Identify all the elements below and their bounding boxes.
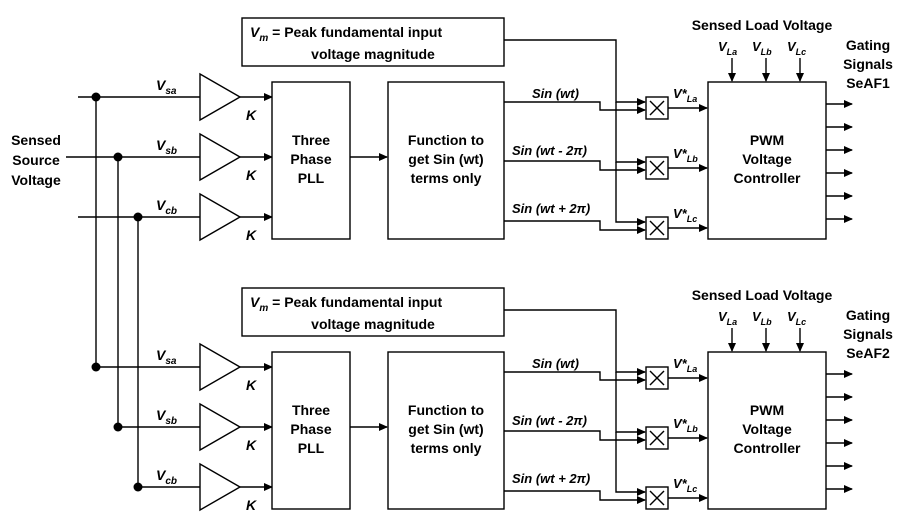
svg-text:PLL: PLL [298,170,325,186]
svg-text:get Sin (wt): get Sin (wt) [408,151,483,167]
pwm-controller-block [707,81,827,240]
svg-text:Voltage: Voltage [742,421,792,437]
gating-label: Signals [843,56,893,72]
source-phase-label: Vsb [156,407,177,427]
gain-amplifier [199,72,242,122]
svg-text:Phase: Phase [290,421,331,437]
source-label: Sensed Source Voltage [0,128,66,190]
source-phase-label: Vsa [156,347,177,367]
source-phase-label: Vcb [156,467,177,487]
multiplier-block [645,216,669,240]
source-label-line: Voltage [11,172,61,188]
section-seaf1: Vsa Vsb Vcb K K K Three Phase PLL Functi… [96,17,893,243]
reference-voltage-label: V*Lc [673,206,697,224]
load-voltage-title: Sensed Load Voltage [692,287,833,303]
sin-term-label: Sin (wt) [532,86,579,101]
load-voltage-title: Sensed Load Voltage [692,17,833,33]
svg-text:Controller: Controller [734,170,801,186]
multiplier-block [645,486,669,510]
source-phase-label: Vcb [156,197,177,217]
svg-text:Voltage: Voltage [742,151,792,167]
svg-text:Function to: Function to [408,132,484,148]
gating-label: Gating [846,307,890,323]
gain-amplifier [199,402,242,452]
gain-amplifier [199,132,242,182]
gain-label: K [246,167,257,183]
source-phase-label: Vsb [156,137,177,157]
svg-text:get Sin (wt): get Sin (wt) [408,421,483,437]
multiplier-block [645,366,669,390]
load-phase-label: VLb [752,309,772,327]
reference-voltage-label: V*Lc [673,476,697,494]
sin-term-label: Sin (wt) [532,356,579,371]
svg-text:Phase: Phase [290,151,331,167]
sin-term-label: Sin (wt + 2π) [512,201,590,216]
load-phase-label: VLc [787,309,806,327]
sin-term-label: Sin (wt + 2π) [512,471,590,486]
svg-text:terms only: terms only [411,440,482,456]
gating-label: Gating [846,37,890,53]
vm-note-box [241,287,505,337]
pll-block [271,351,351,510]
svg-text:PWM: PWM [750,402,784,418]
source-label-line: Source [12,152,60,168]
gain-amplifier [199,462,242,512]
sin-term-label: Sin (wt - 2π) [512,143,587,158]
gain-label: K [246,107,257,123]
vm-note-line: Vm = Peak fundamental input [250,24,442,44]
svg-text:terms only: terms only [411,170,482,186]
load-phase-label: VLb [752,39,772,57]
svg-text:Three: Three [292,402,330,418]
reference-voltage-label: V*La [673,356,697,374]
reference-voltage-label: V*La [673,86,697,104]
gain-label: K [246,377,257,393]
svg-text:PLL: PLL [298,440,325,456]
source-phase-label: Vsa [156,77,177,97]
multiplier-block [645,426,669,450]
gain-label: K [246,437,257,453]
reference-voltage-label: V*Lb [673,146,698,164]
vm-note-line: Vm = Peak fundamental input [250,294,442,314]
gating-unit-label: SeAF2 [846,345,890,361]
vm-note-box [241,17,505,67]
sin-function-block [387,81,505,240]
multiplier-block [645,156,669,180]
load-phase-label: VLa [718,39,737,57]
gain-label: K [246,497,257,513]
gain-amplifier [199,192,242,242]
svg-text:Three: Three [292,132,330,148]
source-label-line: Sensed [11,132,61,148]
pll-block [271,81,351,240]
svg-text:Controller: Controller [734,440,801,456]
gain-label: K [246,227,257,243]
section-seaf2: Vsa Vsb Vcb K K K Three Phase PLL Functi… [96,287,893,513]
load-phase-label: VLa [718,309,737,327]
load-phase-label: VLc [787,39,806,57]
gating-label: Signals [843,326,893,342]
reference-voltage-label: V*Lb [673,416,698,434]
vm-note-line: voltage magnitude [311,46,435,62]
gain-amplifier [199,342,242,392]
svg-text:PWM: PWM [750,132,784,148]
vm-note-line: voltage magnitude [311,316,435,332]
gating-unit-label: SeAF1 [846,75,890,91]
sin-term-label: Sin (wt - 2π) [512,413,587,428]
svg-text:Function to: Function to [408,402,484,418]
pwm-controller-block [707,351,827,510]
multiplier-block [645,96,669,120]
